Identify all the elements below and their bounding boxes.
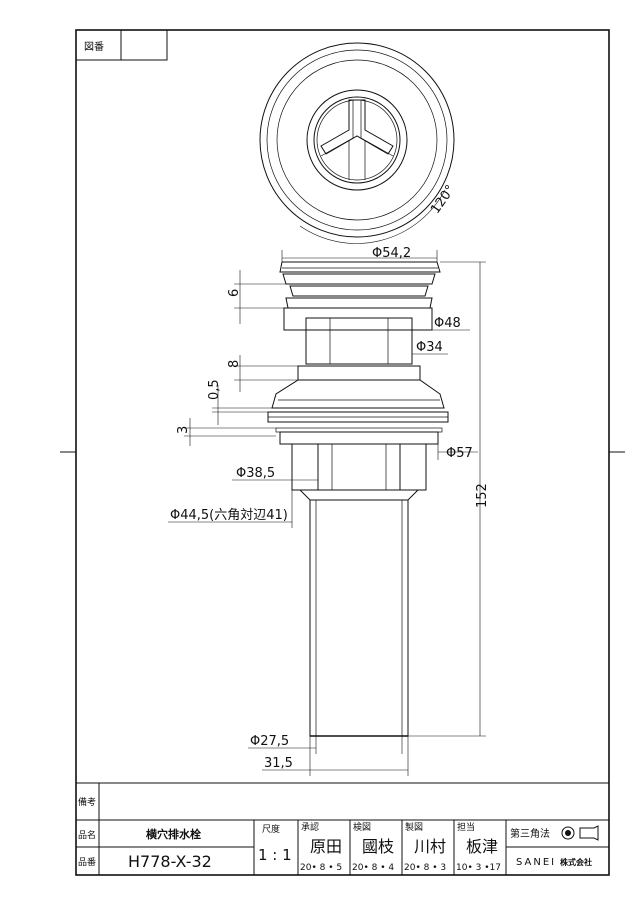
projection-label: 第三角法: [510, 827, 550, 840]
dim-315-label: 31,5: [264, 756, 293, 771]
company-suffix: 株式会社: [560, 857, 592, 867]
dim-8-label: 8: [227, 360, 242, 368]
front-view: [267, 261, 449, 737]
title-block: 備考 品名 横穴排水栓 品番 H778-X-32 尺度 1 : 1 承認 原田 …: [76, 782, 609, 875]
dim-d34-label: Φ34: [416, 340, 443, 355]
dim-d48-label: Φ48: [434, 316, 461, 331]
scale-label: 尺度: [262, 823, 280, 835]
dim-6-label: 6: [227, 289, 242, 297]
angle-120-label: 120°: [428, 183, 458, 217]
scale-value: 1 : 1: [258, 846, 292, 864]
dim-d57-label: Φ57: [446, 446, 473, 461]
approved-date: 20• 8 • 5: [300, 863, 342, 873]
third-angle-projection-icon: [561, 825, 599, 841]
dim-3-label: 3: [176, 426, 191, 434]
product-name: 横穴排水栓: [146, 827, 201, 841]
drawn-name: 川村: [414, 837, 446, 856]
dim-05-label: 0,5: [207, 379, 222, 400]
checked-label: 検図: [353, 821, 371, 833]
remarks-label: 備考: [78, 796, 96, 808]
charge-label: 担当: [457, 821, 475, 833]
checked-name: 國枝: [362, 837, 394, 856]
product-no: H778-X-32: [128, 852, 212, 871]
drawing-number-box: 図番: [75, 29, 168, 61]
company-name: SANEI: [516, 857, 556, 868]
approved-name: 原田: [310, 837, 342, 856]
dimension-labels: Φ54,2 6 Φ48 Φ34 8 0,5 3 Φ57 Φ38,5 Φ44,5(…: [170, 246, 490, 771]
product-no-label: 品番: [78, 856, 96, 868]
dim-152-label: 152: [475, 483, 490, 508]
charge-name: 板津: [466, 837, 498, 856]
dim-d54-label: Φ54,2: [372, 246, 411, 261]
dim-d275-label: Φ27,5: [250, 734, 289, 749]
checked-date: 20• 8 • 4: [352, 863, 394, 873]
drawn-label: 製図: [405, 821, 423, 833]
dim-d385-label: Φ38,5: [236, 466, 275, 481]
drawing-no-label: 図番: [84, 41, 104, 53]
drawn-date: 20• 8 • 3: [404, 863, 446, 873]
dim-d445-label: Φ44,5(六角対辺41): [170, 508, 288, 523]
top-view: 120°: [259, 42, 458, 244]
charge-date: 10• 3 •17: [456, 863, 501, 873]
product-name-label: 品名: [78, 829, 96, 841]
approved-label: 承認: [301, 821, 319, 833]
dimension-lines: [168, 250, 486, 776]
sheet-border: [60, 29, 625, 876]
